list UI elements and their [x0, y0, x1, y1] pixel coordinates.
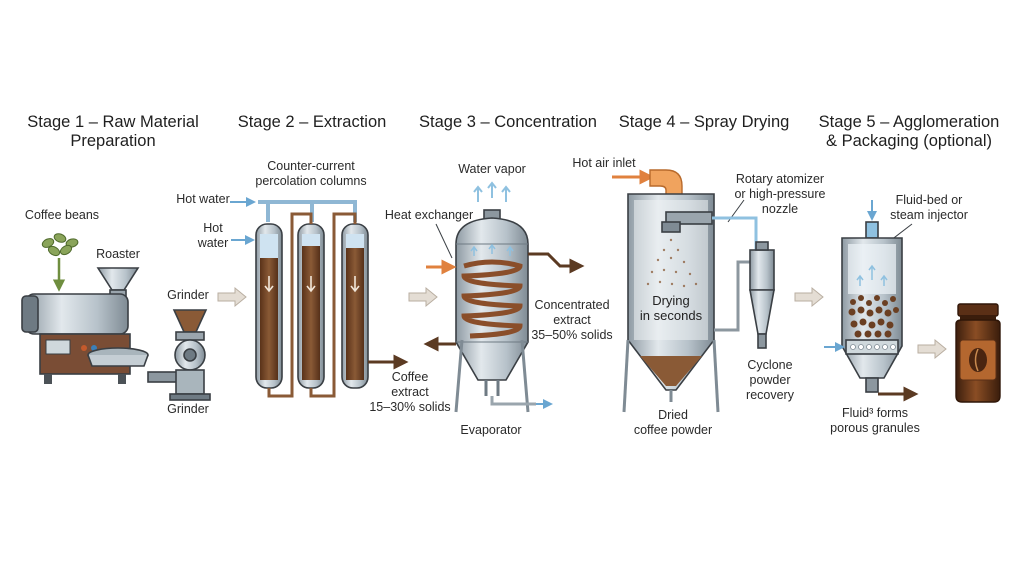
columns-label-line1: Counter-current — [267, 159, 355, 173]
concentrate-outlet-arrow — [528, 252, 585, 274]
concentrated-label-line3: 35–50% solids — [531, 328, 612, 342]
extract-label-line2: extract — [391, 385, 429, 399]
columns-label-line2: percolation columns — [255, 174, 366, 188]
stage-1-subtitle: Preparation — [70, 132, 155, 150]
stage-4-title: Stage 4 – Spray Drying — [619, 113, 790, 131]
hot-air-inlet-label: Hot air inlet — [572, 156, 636, 170]
stage-1-title: Stage 1 – Raw Material — [27, 113, 199, 131]
extract-label-line1: Coffee — [392, 370, 429, 384]
coffee-bean-icon — [41, 233, 79, 257]
grinder-top-label: Grinder — [167, 288, 209, 302]
atomizer-label-line3: nozzle — [762, 202, 798, 216]
roaster-label: Roaster — [96, 247, 140, 261]
dried-label-line1: Dried — [658, 408, 688, 422]
cyclone-icon — [714, 241, 775, 349]
stage-5-equipment: Fluid-bed or steam injector — [824, 193, 1001, 435]
stage-5-subtitle: & Packaging (optional) — [826, 132, 992, 150]
atomizer-label-line2: or high-pressure — [734, 187, 825, 201]
stage-2-equipment: Counter-current percolation columns Hot … — [176, 159, 450, 414]
evaporator-label: Evaporator — [460, 423, 521, 437]
transition-arrow-4 — [917, 338, 947, 360]
stage-3-title: Stage 3 – Concentration — [419, 113, 597, 131]
hot-water-label-1: Hot water — [176, 192, 230, 206]
cyclone-label-line3: recovery — [746, 388, 795, 402]
drying-label-line1: Drying — [652, 293, 690, 308]
cyclone-label-line1: Cyclone — [747, 358, 792, 372]
transition-arrow-3 — [794, 286, 824, 308]
concentrated-label-line1: Concentrated — [534, 298, 609, 312]
extract-label-line3: 15–30% solids — [369, 400, 450, 414]
coffee-jar-icon — [955, 303, 1001, 403]
injector-label-line2: steam injector — [890, 208, 968, 222]
evaporator-icon — [454, 209, 536, 413]
stage-3-equipment: Water vapor Heat exchanger — [385, 162, 613, 437]
vapor-arrows — [473, 181, 511, 202]
stage-5-title: Stage 5 – Agglomeration — [819, 113, 1000, 131]
dried-label-line2: coffee powder — [634, 423, 712, 437]
injector-label-line1: Fluid-bed or — [896, 193, 963, 207]
hot-water-label-2b: water — [197, 236, 229, 250]
cyclone-label-line2: powder — [750, 373, 791, 387]
atomizer-label-line1: Rotary atomizer — [736, 172, 824, 186]
stage-transition-arrows — [217, 286, 947, 360]
transition-arrow-1 — [217, 286, 247, 308]
granules-label-line1: Fluid³ forms — [842, 406, 908, 420]
stage-1-equipment: Coffee beans Roaster — [21, 208, 211, 416]
percolation-column-icon — [255, 223, 369, 389]
hot-water-label-2a: Hot — [203, 221, 223, 235]
water-vapor-label: Water vapor — [458, 162, 526, 176]
stage-4-equipment: Hot air inlet Rotary atomizer or high-pr… — [572, 156, 825, 437]
coffee-beans-label: Coffee beans — [25, 208, 99, 222]
grinder-bottom-label: Grinder — [167, 402, 209, 416]
concentrated-label-line2: extract — [553, 313, 591, 327]
transition-arrow-2 — [408, 286, 438, 308]
roaster-icon — [21, 267, 149, 384]
spray-dryer-icon — [622, 193, 720, 413]
drying-label-line2: in seconds — [640, 308, 703, 323]
heat-exchanger-label: Heat exchanger — [385, 208, 473, 222]
stage-2-title: Stage 2 – Extraction — [238, 113, 387, 131]
granules-label-line2: porous granules — [830, 421, 920, 435]
grinder-icon — [147, 309, 211, 401]
agglomerator-icon — [841, 221, 903, 393]
